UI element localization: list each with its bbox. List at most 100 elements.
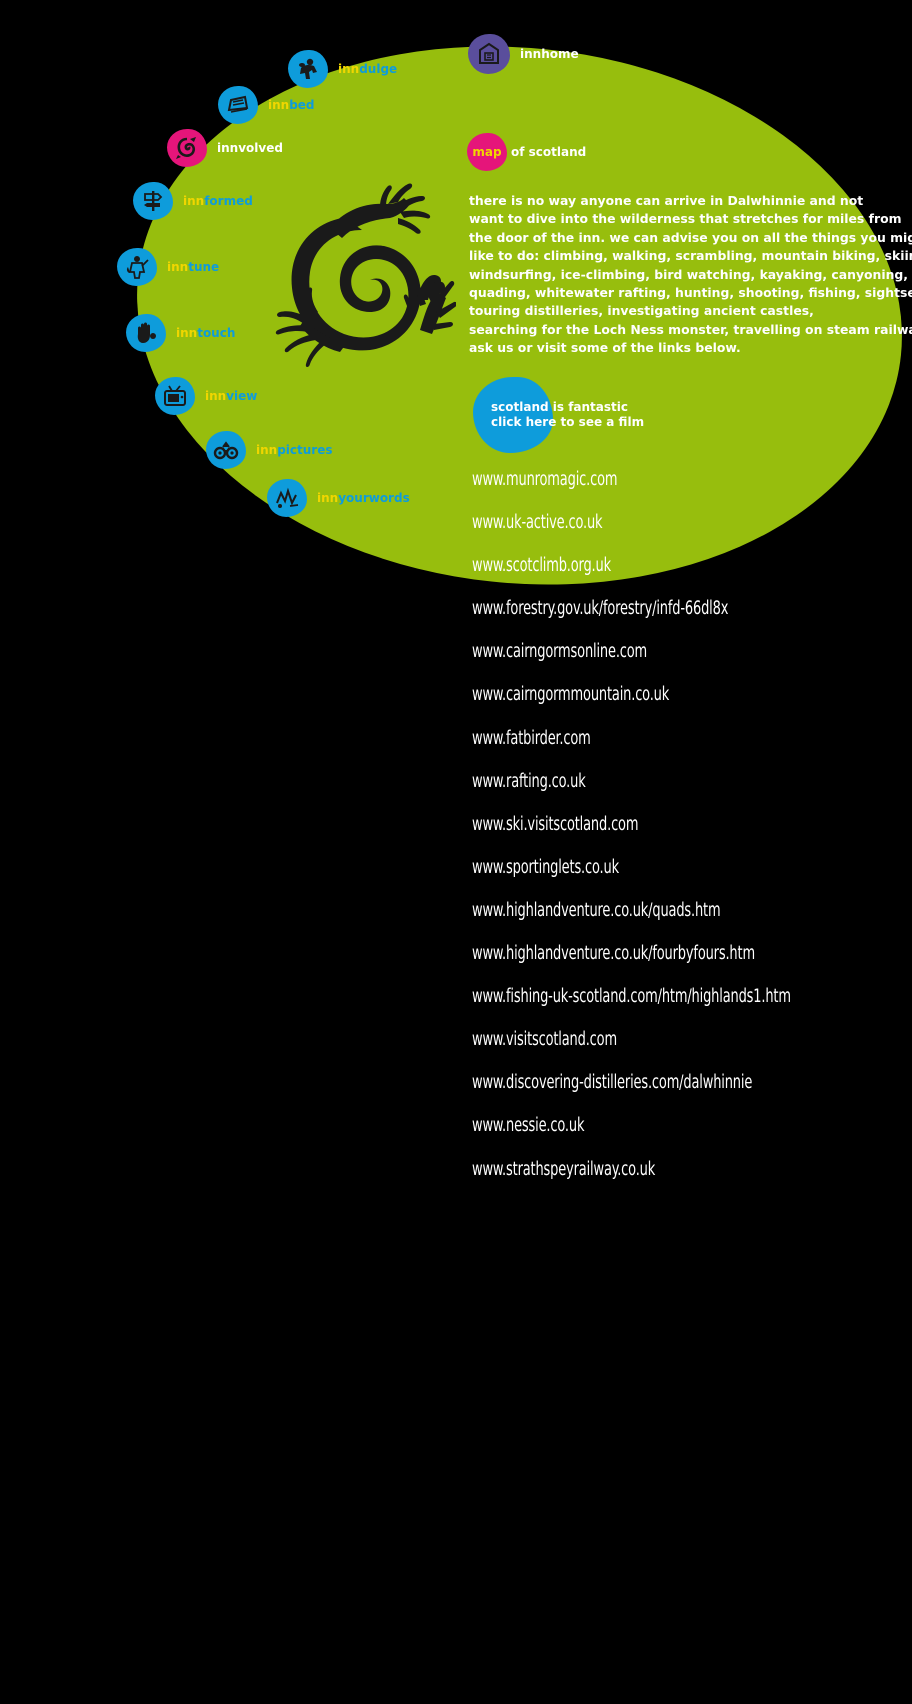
nav-label-suffix[interactable]: touch bbox=[197, 326, 236, 340]
nav-item-inntune[interactable]: inntune bbox=[117, 248, 219, 286]
map-badge[interactable]: map bbox=[467, 133, 507, 171]
external-links-list: www.munromagic.com www.uk-active.co.uk www… bbox=[472, 465, 881, 1198]
binoculars-icon-glyph bbox=[213, 441, 239, 460]
map-label[interactable]: of scotland bbox=[511, 145, 587, 159]
external-link[interactable]: www.munromagic.com bbox=[472, 469, 618, 490]
film-link[interactable]: scotland is fantastic click here to see … bbox=[491, 400, 644, 429]
link-list-item: www.ski.visitscotland.com bbox=[472, 810, 881, 853]
hand-icon-glyph bbox=[137, 322, 156, 343]
nav-label[interactable]: inntune bbox=[167, 260, 219, 274]
nav-item-innpictures[interactable]: innpictures bbox=[206, 431, 333, 469]
external-link[interactable]: www.rafting.co.uk bbox=[472, 770, 586, 792]
swirl-icon[interactable] bbox=[167, 129, 207, 167]
external-link[interactable]: www.discovering-distilleries.com/dalwhin… bbox=[472, 1072, 753, 1094]
external-link[interactable]: www.highlandventure.co.uk/fourbyfours.ht… bbox=[472, 943, 755, 965]
nav-label-suffix[interactable]: volved bbox=[238, 141, 283, 155]
link-list-item: www.cairngormsonline.com bbox=[472, 637, 881, 680]
nav-label-suffix[interactable]: view bbox=[226, 389, 258, 403]
nav-label-prefix[interactable]: inn bbox=[167, 260, 189, 274]
external-link[interactable]: www.cairngormsonline.com bbox=[472, 641, 648, 663]
intro-line: the door of the inn. we can advise you o… bbox=[469, 229, 912, 245]
external-link[interactable]: www.fatbirder.com bbox=[472, 727, 591, 749]
nav-label[interactable]: innpictures bbox=[256, 443, 333, 457]
external-link[interactable]: www.nessie.co.uk bbox=[472, 1115, 585, 1137]
external-link[interactable]: www.sportinglets.co.uk bbox=[472, 856, 619, 878]
nav-label-suffix[interactable]: dulge bbox=[359, 62, 398, 76]
map-of-scotland-link[interactable]: map of scotland bbox=[467, 133, 586, 171]
external-link[interactable]: www.fishing-uk-scotland.com/htm/highland… bbox=[472, 986, 791, 1008]
external-link[interactable]: www.forestry.gov.uk/forestry/infd-66dl8x bbox=[472, 598, 729, 620]
link-list-item: www.highlandventure.co.uk/fourbyfours.ht… bbox=[472, 939, 881, 982]
nav-label-prefix[interactable]: inn bbox=[268, 98, 290, 112]
link-list-item: www.discovering-distilleries.com/dalwhin… bbox=[472, 1068, 881, 1111]
nav-item-innbed[interactable]: innbed bbox=[218, 86, 315, 124]
intro-line: like to do: climbing, walking, scramblin… bbox=[469, 248, 912, 264]
nav-label-suffix[interactable]: pictures bbox=[277, 443, 333, 457]
nav-label-prefix[interactable]: inn bbox=[183, 194, 205, 208]
signpost-icon[interactable] bbox=[133, 182, 173, 220]
nav-label-suffix[interactable]: bed bbox=[289, 98, 315, 112]
musician-icon-glyph bbox=[126, 256, 149, 279]
bed-icon[interactable] bbox=[218, 86, 258, 124]
film-button[interactable] bbox=[473, 377, 553, 453]
nav-item-innyourwords[interactable]: innyourwords bbox=[267, 479, 410, 517]
nav-item-inntouch[interactable]: inntouch bbox=[126, 314, 235, 352]
link-list-item: www.sportinglets.co.uk bbox=[472, 853, 881, 896]
nav-label-prefix[interactable]: inn bbox=[338, 62, 360, 76]
link-list-item: www.fatbirder.com bbox=[472, 724, 881, 767]
link-list-item: www.fishing-uk-scotland.com/htm/highland… bbox=[472, 982, 881, 1025]
nav-item-innformed[interactable]: innformed bbox=[133, 182, 253, 220]
intro-line: want to dive into the wilderness that st… bbox=[469, 211, 902, 227]
nav-label[interactable]: inntouch bbox=[176, 326, 235, 340]
nav-label-suffix[interactable]: tune bbox=[188, 260, 220, 274]
nav-item-innview[interactable]: innview bbox=[155, 377, 257, 415]
nav-label[interactable]: innformed bbox=[183, 194, 253, 208]
bed-icon-glyph bbox=[227, 95, 249, 113]
link-list-item: www.strathspeyrailway.co.uk bbox=[472, 1155, 881, 1198]
nav-label-innhome[interactable]: innhome bbox=[520, 47, 579, 61]
musician-icon[interactable] bbox=[117, 248, 157, 286]
tv-icon-glyph bbox=[164, 385, 186, 406]
external-link[interactable]: www.strathspeyrailway.co.uk bbox=[472, 1158, 656, 1180]
nav-label[interactable]: innview bbox=[205, 389, 257, 403]
external-link[interactable]: www.scotclimb.org.uk bbox=[472, 555, 611, 577]
intro-line: searching for the Loch Ness monster, tra… bbox=[469, 321, 912, 337]
link-list-item: www.forestry.gov.uk/forestry/infd-66dl8x bbox=[472, 594, 881, 637]
film-line-1[interactable]: scotland is fantastic bbox=[491, 400, 628, 414]
external-link[interactable]: www.ski.visitscotland.com bbox=[472, 813, 639, 835]
rugby-player-icon[interactable] bbox=[288, 50, 328, 88]
nav-label-prefix[interactable]: inn bbox=[256, 443, 278, 457]
nav-label-suffix[interactable]: formed bbox=[204, 194, 253, 208]
nav-label-prefix[interactable]: inn bbox=[217, 141, 239, 155]
home-icon-glyph bbox=[479, 42, 499, 64]
nav-label[interactable]: innvolved bbox=[217, 141, 283, 155]
link-list-item: www.cairngormmountain.co.uk bbox=[472, 680, 881, 723]
speech-scribble-icon-glyph bbox=[276, 487, 299, 508]
intro-paragraph: there is no way anyone can arrive in Dal… bbox=[469, 192, 912, 358]
nav-label-prefix[interactable]: inn bbox=[317, 491, 339, 505]
binoculars-icon[interactable] bbox=[206, 431, 246, 469]
tv-icon[interactable] bbox=[155, 377, 195, 415]
external-link[interactable]: www.cairngormmountain.co.uk bbox=[472, 684, 670, 706]
nav-label[interactable]: innyourwords bbox=[317, 491, 410, 505]
speech-scribble-icon[interactable] bbox=[267, 479, 307, 517]
link-list-item: www.uk-active.co.uk bbox=[472, 508, 881, 551]
swirl-hands-logo bbox=[275, 183, 456, 367]
nav-label-suffix[interactable]: yourwords bbox=[338, 491, 410, 505]
nav-item-innhome[interactable]: innhome bbox=[468, 34, 579, 74]
home-icon[interactable] bbox=[468, 34, 510, 74]
intro-line: ask us or visit some of the links below. bbox=[469, 340, 741, 356]
external-link[interactable]: www.uk-active.co.uk bbox=[472, 512, 603, 534]
nav-item-innvolved[interactable]: innvolved bbox=[167, 129, 283, 167]
hand-icon[interactable] bbox=[126, 314, 166, 352]
external-link[interactable]: www.highlandventure.co.uk/quads.htm bbox=[472, 899, 721, 921]
external-link[interactable]: www.visitscotland.com bbox=[472, 1029, 617, 1051]
swirl-icon-glyph bbox=[176, 137, 196, 159]
nav-item-inndulge[interactable]: inndulge bbox=[288, 50, 397, 88]
nav-label-prefix[interactable]: inn bbox=[176, 326, 198, 340]
nav-label-prefix[interactable]: inn bbox=[205, 389, 227, 403]
film-line-2[interactable]: click here to see a film bbox=[491, 414, 645, 429]
nav-label[interactable]: inndulge bbox=[338, 62, 397, 76]
nav-label[interactable]: innbed bbox=[268, 98, 315, 112]
